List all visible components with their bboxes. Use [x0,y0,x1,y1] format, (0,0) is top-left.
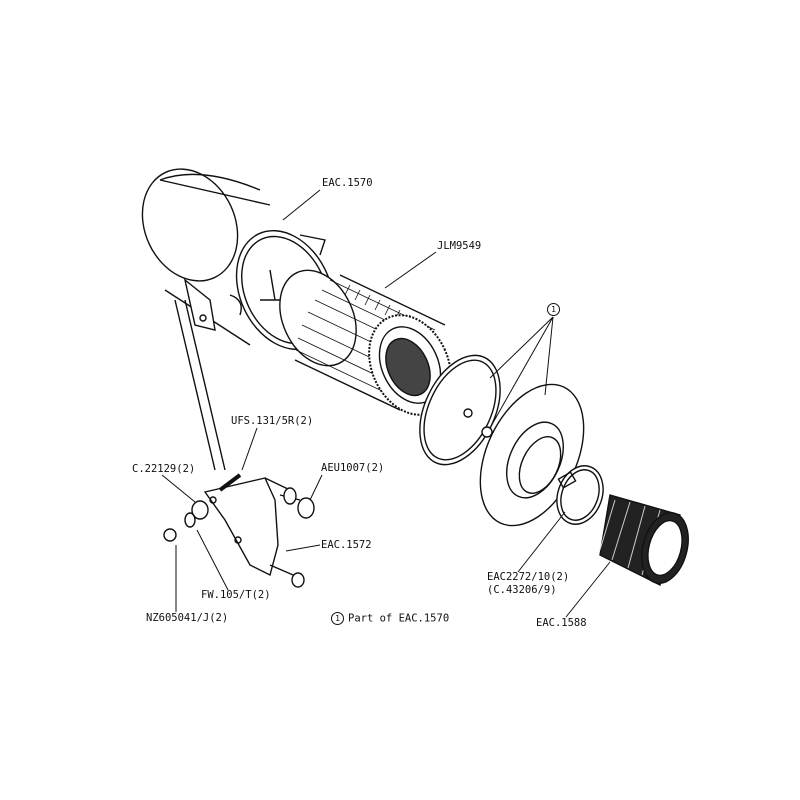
label-housing: EAC.1570 [322,177,373,189]
legend: 1 Part of EAC.1570 [331,612,449,626]
legend-number: 1 [331,612,344,625]
label-bolt: UFS.131/5R(2) [231,415,314,427]
spacer [191,500,209,520]
washer [184,512,196,528]
nut [163,528,177,542]
label-filter-element: JLM9549 [437,240,482,252]
label-washer: FW.105/T(2) [201,589,271,601]
callout-1: 1 [547,303,564,317]
label-grommet: AEU1007(2) [321,462,385,474]
label-spacer: C.22129(2) [132,463,196,475]
label-clip: EAC2272/10(2) [487,571,570,583]
leader-lines [161,189,611,618]
wing-nut [481,426,493,438]
mounting-bracket [163,473,315,588]
grommet [297,497,315,519]
label-nut: NZ605041/J(2) [146,612,229,624]
hose-clip [556,465,604,525]
label-bracket: EAC.1572 [321,539,372,551]
legend-text: Part of EAC.1570 [348,612,450,625]
hose-bellows [599,494,689,587]
callout-number: 1 [547,303,560,316]
filter-element [279,269,452,416]
label-hose: EAC.1588 [536,617,587,629]
label-clip-alt: (C.43206/9) [487,584,557,596]
